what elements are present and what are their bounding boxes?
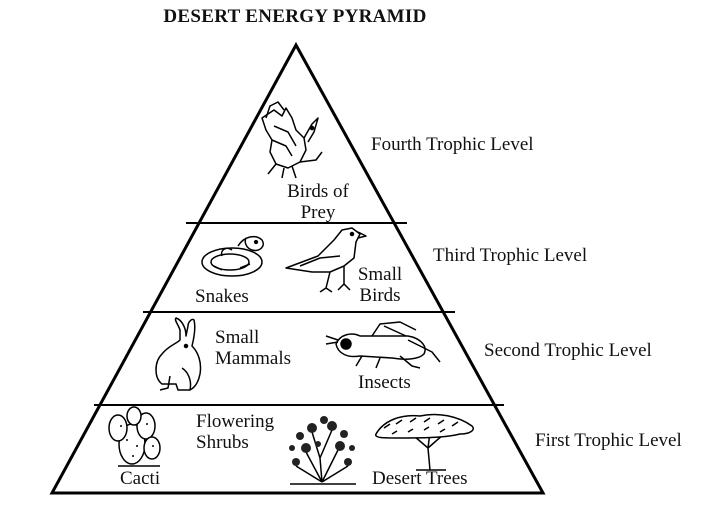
tree-icon: [375, 413, 474, 471]
bird-of-prey-icon: [261, 101, 323, 179]
small-bird-icon: [285, 227, 367, 293]
grasshopper-icon: [325, 321, 441, 369]
label-birds-of-prey-line1: Birds of: [287, 181, 349, 202]
level-label-third: Third Trophic Level: [433, 245, 588, 266]
label-small-mammals-line1: Small: [215, 327, 260, 348]
label-cacti: Cacti: [120, 468, 161, 489]
label-flowering-shrubs: Flowering Shrubs: [196, 411, 274, 453]
label-small-birds-line1: Small: [357, 264, 403, 285]
level-label-first: First Trophic Level: [535, 430, 682, 451]
label-small-birds-line2: Birds: [359, 285, 401, 306]
level-label-fourth: Fourth Trophic Level: [371, 134, 534, 155]
label-insects: Insects: [358, 372, 411, 393]
label-birds-of-prey-line2: Prey: [300, 202, 336, 223]
snake-icon: [201, 235, 264, 277]
shrub-icon: [289, 416, 356, 485]
label-small-birds: Small Birds: [345, 264, 415, 306]
diagram-title: DESERT ENERGY PYRAMID: [163, 6, 427, 27]
label-flowering-shrubs-line2: Shrubs: [196, 432, 249, 453]
label-birds-of-prey: Birds of Prey: [278, 181, 358, 223]
label-desert-trees: Desert Trees: [372, 468, 468, 489]
label-snakes: Snakes: [195, 286, 249, 307]
rabbit-icon: [155, 317, 202, 391]
label-flowering-shrubs-line1: Flowering: [196, 411, 275, 432]
label-small-mammals-line2: Mammals: [215, 348, 291, 369]
pyramid-outline: [49, 41, 546, 495]
label-small-mammals: Small Mammals: [215, 327, 291, 369]
level-label-second: Second Trophic Level: [484, 340, 652, 361]
cactus-icon: [108, 406, 161, 467]
